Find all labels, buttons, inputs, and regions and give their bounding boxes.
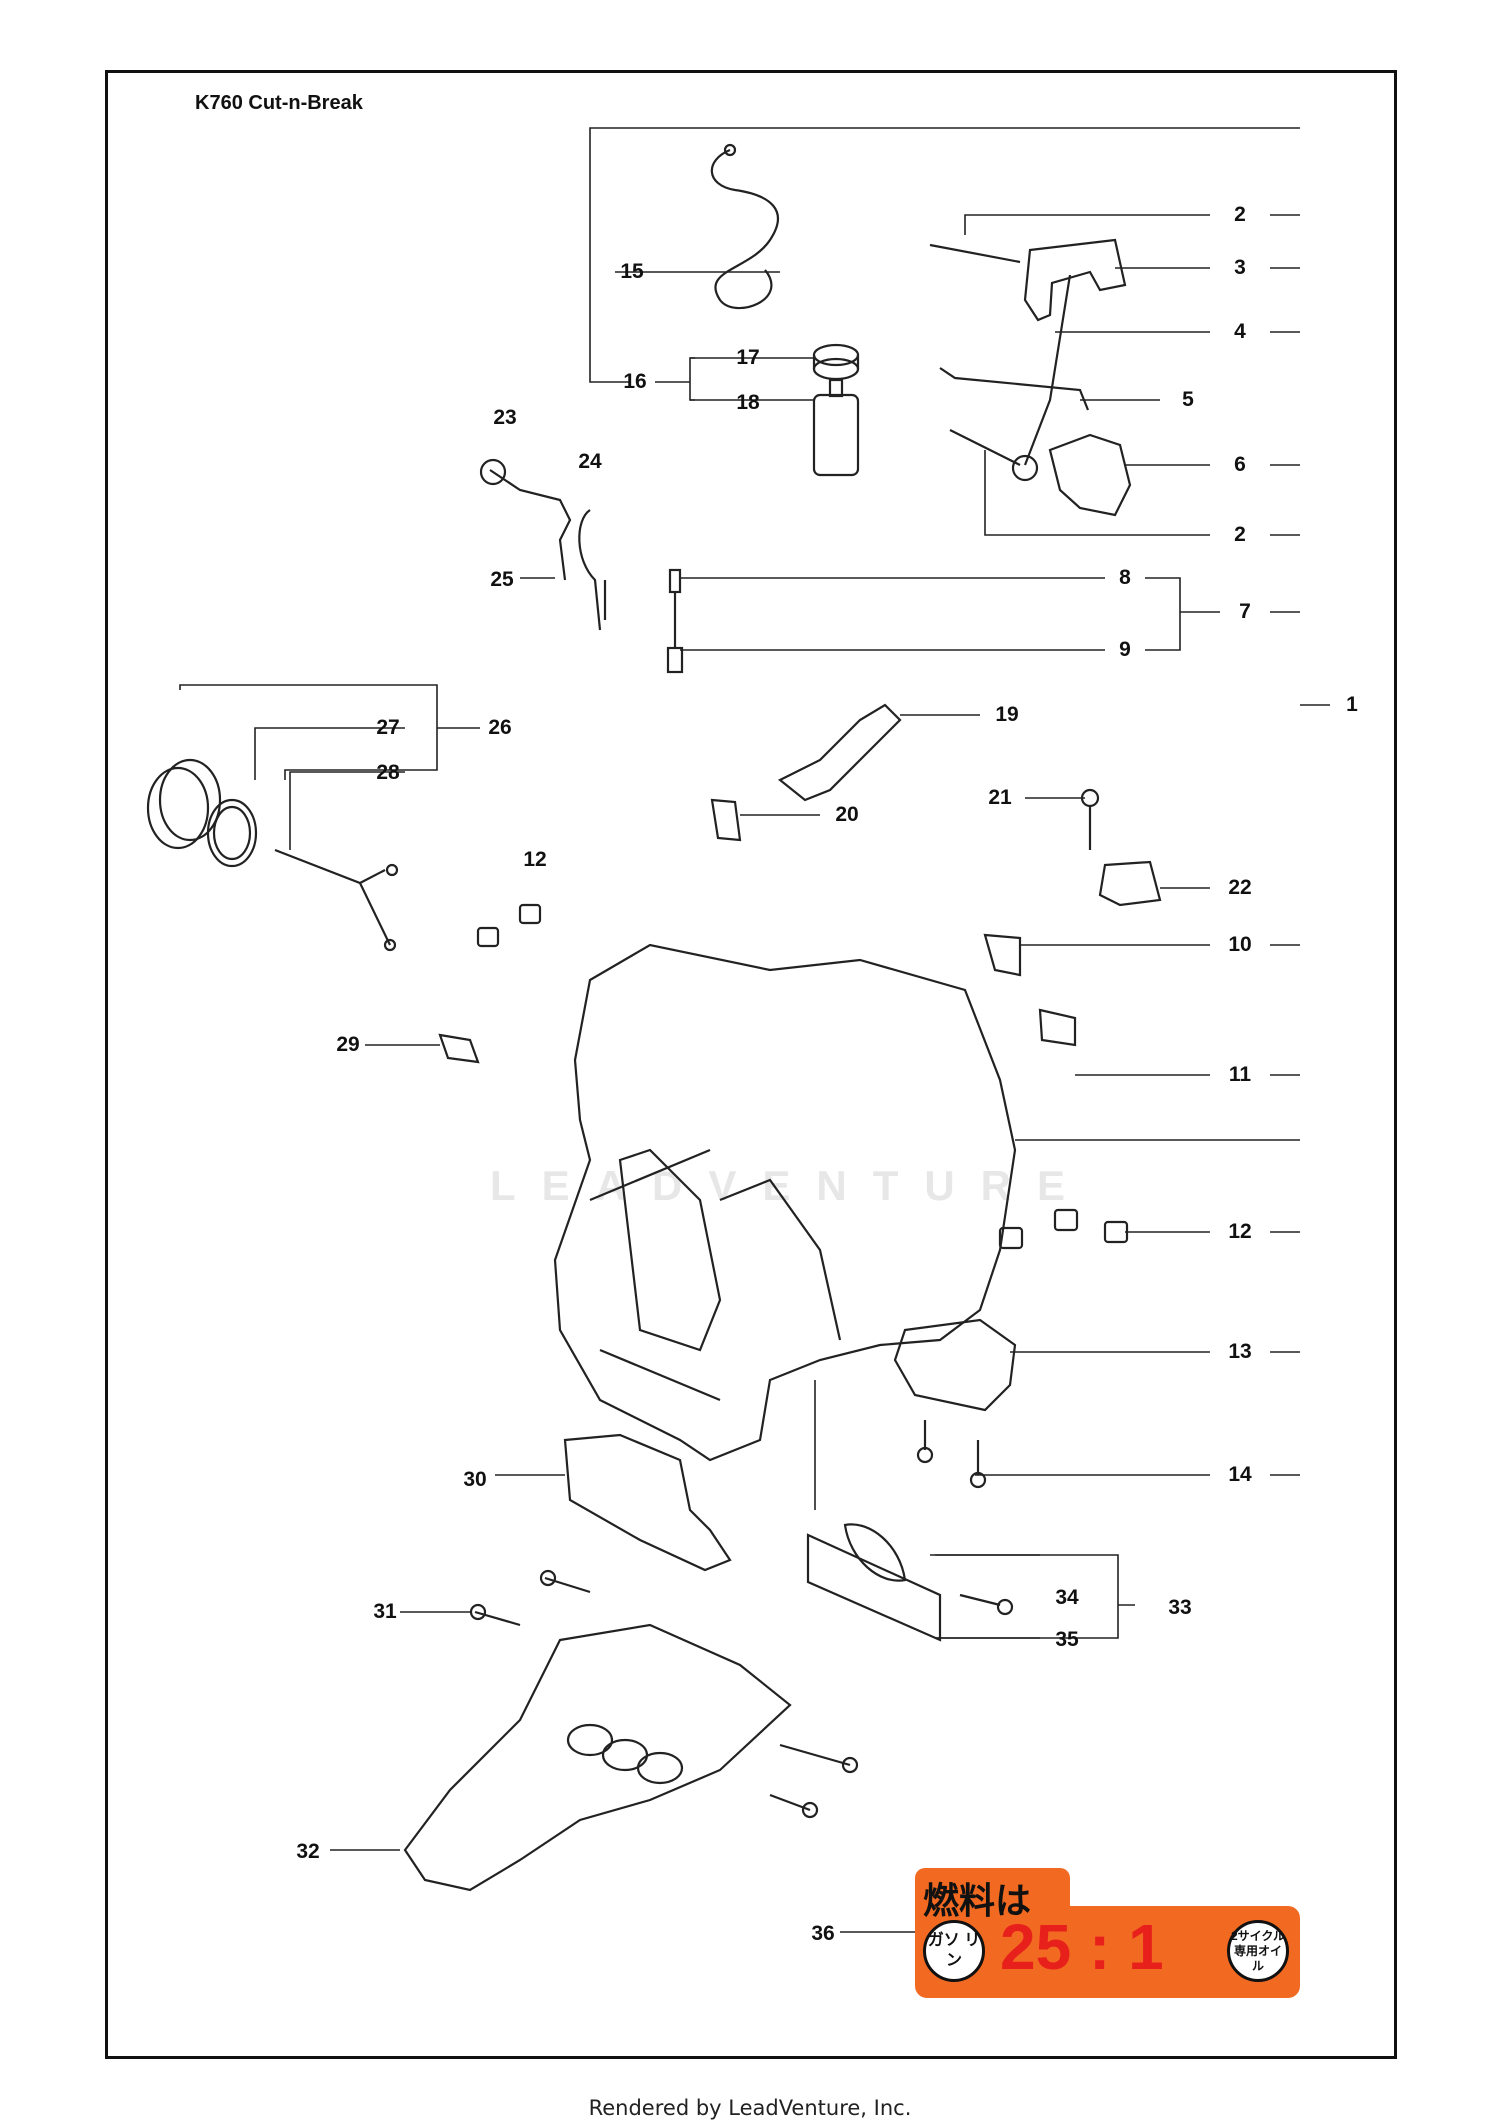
clip-29 [438,1033,480,1064]
callout-30: 30 [463,1468,487,1491]
callout-14: 14 [1228,1463,1252,1486]
callout-2-top: 2 [1234,203,1246,226]
nut-12-5 [1103,1220,1129,1244]
leader-2a [964,214,1210,235]
callout-12-bottom: 12 [1228,1220,1252,1243]
callout-35: 35 [1055,1628,1079,1651]
callout-27: 27 [376,716,400,739]
callout-34: 34 [1055,1586,1079,1609]
callout-13: 13 [1228,1340,1252,1363]
leader-7-bracket [1145,577,1181,651]
callout-19: 19 [995,703,1019,726]
throttle-lock [1048,433,1132,517]
callout-22: 22 [1228,876,1252,899]
throttle-lever [1023,238,1127,322]
diagram-frame [105,70,1397,2059]
callout-16: 16 [623,370,647,393]
callout-31: 31 [373,1600,397,1623]
sticker-ratio: 25 : 1 [1000,1911,1164,1983]
clip-10 [983,933,1022,977]
side-cover [563,1433,732,1572]
callout-5: 5 [1182,388,1194,411]
fuel-mix-sticker: 燃料は ガソ リン 25 : 1 2サイクル 専用オイル [915,1868,1300,1998]
nut-12-3 [998,1226,1024,1250]
leader-16-bracket [689,357,695,401]
fuel-pickup [274,848,391,946]
fuel-hose [710,148,779,310]
choke-control [777,703,902,802]
fuel-cap [146,766,210,850]
callout-7: 7 [1239,600,1251,623]
leader-2b [984,450,1210,536]
throttle-spring [1023,274,1072,466]
callout-2-bottom: 2 [1234,523,1246,546]
callout-8: 8 [1119,566,1131,589]
stop-switch [1098,860,1162,907]
footer-credit: Rendered by LeadVenture, Inc. [588,2096,912,2120]
callout-33: 33 [1168,1596,1192,1619]
callout-17: 17 [736,346,760,369]
lock-rod [939,367,1090,411]
leader-28 [289,771,405,850]
clip-20 [710,798,742,842]
fuel-filter [812,393,860,477]
callout-1: 1 [1346,693,1358,716]
leader-1 [589,127,1300,383]
nut-12-4 [1053,1208,1079,1232]
callout-4: 4 [1234,320,1246,343]
callout-11: 11 [1228,1063,1252,1086]
callout-24: 24 [578,450,602,473]
cable-grommet [578,509,607,631]
callout-23: 23 [493,406,517,429]
callout-25: 25 [490,568,514,591]
callout-6: 6 [1234,453,1246,476]
callout-32: 32 [296,1840,320,1863]
callout-21: 21 [988,786,1012,809]
callout-36: 36 [811,1922,835,1945]
pin-top [668,568,682,594]
buffer-spring [843,1523,907,1582]
guard-plate [403,1623,792,1892]
callout-20: 20 [835,803,859,826]
callout-15: 15 [620,260,644,283]
callout-18: 18 [736,391,760,414]
pin-bottom [666,646,684,674]
nut-12-2 [476,926,500,948]
diagram-title: K760 Cut-n-Break [195,92,363,114]
clip-11 [1038,1008,1077,1047]
foot-plate [893,1318,1017,1412]
sticker-gasoline-circle: ガソ リン [923,1920,985,1982]
callout-12-top: 12 [523,848,547,871]
callout-10: 10 [1228,933,1252,956]
callout-9: 9 [1119,638,1131,661]
cap-gasket [206,798,258,868]
callout-29: 29 [336,1033,360,1056]
callout-26: 26 [488,716,512,739]
sticker-heading: 燃料は [923,1880,1032,1921]
callout-28: 28 [376,761,400,784]
leader-27 [254,727,405,780]
stop-cable [489,469,572,581]
buffer-plate [806,1533,942,1642]
nut-12-1 [518,903,542,925]
callout-3: 3 [1234,256,1246,279]
fuel-tank-housing [553,943,1017,1462]
sticker-oil-circle: 2サイクル 専用オイル [1227,1920,1289,1982]
